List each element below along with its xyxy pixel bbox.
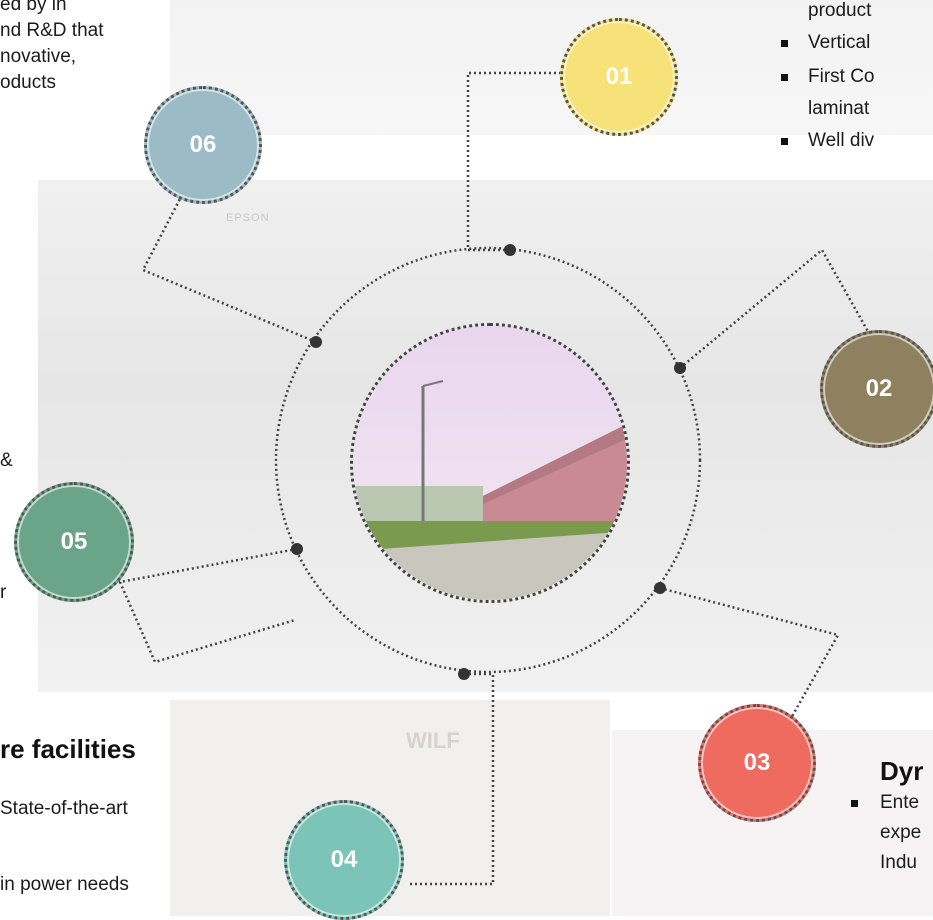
left-fragment-text: r (0, 582, 7, 603)
node-01: 01 (560, 18, 678, 136)
bottom-right-heading: Dyr (880, 756, 924, 786)
bullet-icon (781, 74, 788, 81)
top-left-text-line: ed by in (0, 0, 67, 15)
bullet-icon (781, 138, 788, 145)
bottom-right-text-line: Ente (880, 792, 920, 813)
top-left-text-line: novative, (0, 46, 77, 67)
top-left-text-line: oducts (0, 72, 56, 93)
left-fragment-text: & (0, 450, 13, 471)
node-number: 02 (865, 375, 893, 402)
node-03: 03 (698, 704, 816, 822)
bullet-icon (851, 800, 858, 807)
top-right-bullet-item: Vertical (808, 32, 871, 53)
node-04: 04 (284, 800, 404, 920)
node-number: 05 (60, 528, 88, 555)
bottom-left-text-line: State-of-the-art (0, 798, 128, 819)
node-06: 06 (144, 86, 262, 204)
top-right-bullet-item: Well div (808, 130, 875, 151)
bullet-icon (781, 40, 788, 47)
top-right-text-line: laminat (808, 98, 870, 119)
bottom-left-text-line: in power needs (0, 874, 129, 895)
node-number: 01 (605, 63, 633, 90)
sign-text: WILF (406, 728, 460, 753)
top-left-text-line: nd R&D that (0, 20, 104, 41)
node-02: 02 (820, 330, 933, 448)
bottom-right-text-line: expe (880, 822, 922, 843)
bottom-left-heading: re facilities (0, 734, 136, 764)
background-photo-top (170, 0, 933, 135)
top-right-bullet-item: First Co (808, 66, 875, 87)
center-building-photo (350, 323, 630, 603)
node-number: 03 (743, 749, 771, 776)
node-number: 06 (189, 131, 217, 158)
bottom-right-text-line: Indu (880, 852, 917, 873)
node-05: 05 (14, 482, 134, 602)
top-right-text-line: product (808, 0, 872, 21)
printer-brand-text: EPSON (226, 212, 270, 224)
node-number: 04 (330, 846, 358, 873)
